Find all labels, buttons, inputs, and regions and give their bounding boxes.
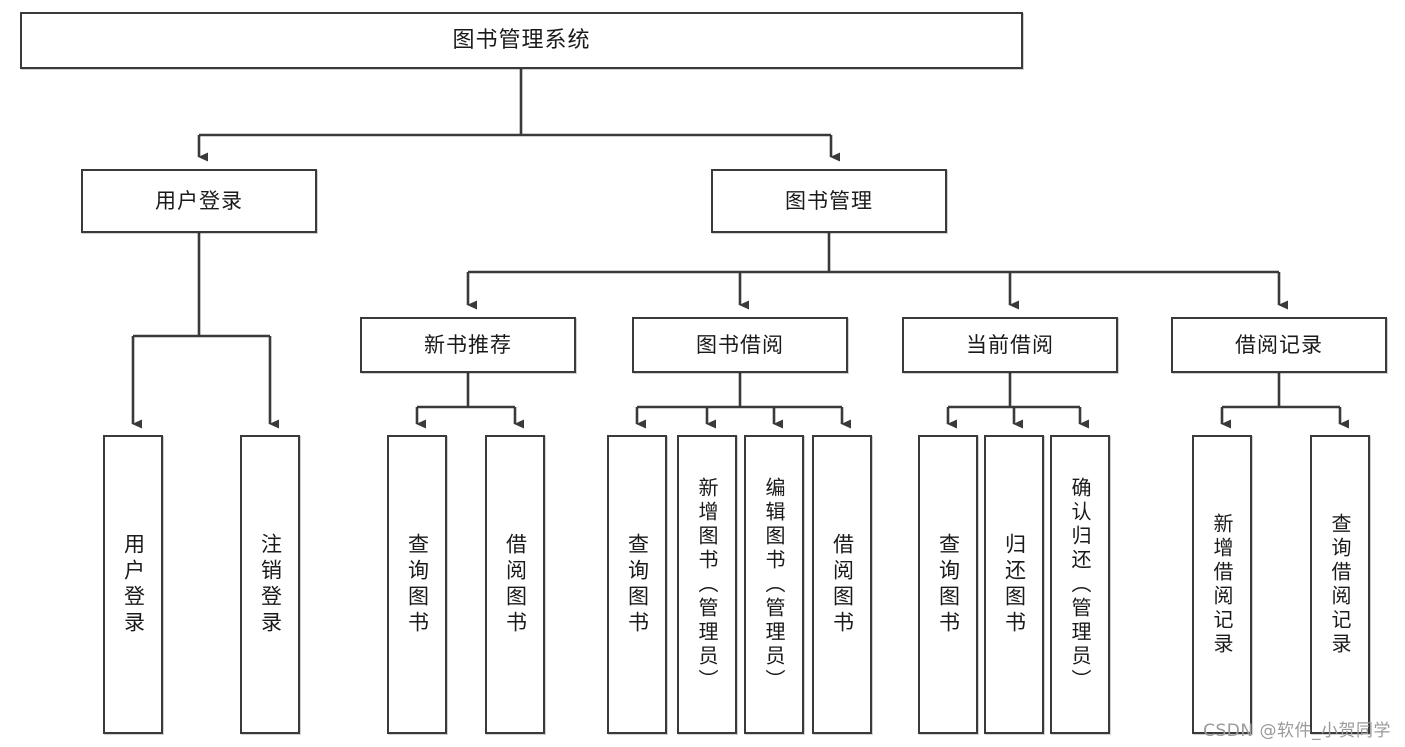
node-label: 查询图书 (405, 532, 430, 637)
leaf-add-borrow-record[interactable]: 新增借阅记录 (1192, 435, 1252, 734)
node-label: 借阅图书 (830, 532, 855, 637)
leaf-query-borrow-record[interactable]: 查询借阅记录 (1310, 435, 1370, 734)
node-book-borrow[interactable]: 图书借阅 (632, 317, 848, 373)
node-label: 新增借阅记录 (1210, 512, 1234, 657)
leaf-borrow-book-recommend[interactable]: 借阅图书 (485, 435, 545, 734)
leaf-return-book[interactable]: 归还图书 (984, 435, 1044, 734)
node-label: 新增图书（管理员） (695, 476, 719, 693)
node-label: 用户登录 (155, 188, 243, 213)
node-label: 图书管理系统 (452, 27, 591, 53)
node-borrow-record[interactable]: 借阅记录 (1171, 317, 1387, 373)
node-label: 借阅图书 (503, 532, 528, 637)
node-label: 借阅记录 (1235, 332, 1323, 357)
leaf-add-book-admin[interactable]: 新增图书（管理员） (677, 435, 737, 734)
leaf-query-book-recommend[interactable]: 查询图书 (387, 435, 447, 734)
node-label: 查询图书 (936, 532, 961, 637)
leaf-query-book-current[interactable]: 查询图书 (918, 435, 978, 734)
node-current-borrow[interactable]: 当前借阅 (902, 317, 1118, 373)
leaf-logout[interactable]: 注销登录 (240, 435, 300, 734)
watermark-text: CSDN @软件_小贺同学 (1203, 721, 1391, 741)
node-label: 图书管理 (785, 188, 873, 213)
leaf-edit-book-admin[interactable]: 编辑图书（管理员） (744, 435, 804, 734)
node-label: 图书借阅 (696, 332, 784, 357)
node-label: 注销登录 (258, 532, 283, 637)
node-new-book-recommend[interactable]: 新书推荐 (360, 317, 576, 373)
node-label: 查询图书 (625, 532, 650, 637)
node-label: 当前借阅 (966, 332, 1054, 357)
leaf-user-login[interactable]: 用户登录 (103, 435, 163, 734)
node-label: 用户登录 (121, 532, 146, 637)
node-label: 新书推荐 (424, 332, 512, 357)
node-user-login[interactable]: 用户登录 (81, 169, 317, 233)
node-label: 归还图书 (1002, 532, 1027, 637)
leaf-query-book-borrow[interactable]: 查询图书 (607, 435, 667, 734)
node-label: 确认归还（管理员） (1068, 476, 1092, 693)
node-label: 查询借阅记录 (1328, 512, 1352, 657)
node-root-book-management-system[interactable]: 图书管理系统 (20, 12, 1023, 69)
leaf-borrow-book[interactable]: 借阅图书 (812, 435, 872, 734)
node-book-management[interactable]: 图书管理 (711, 169, 947, 233)
leaf-confirm-return-admin[interactable]: 确认归还（管理员） (1050, 435, 1110, 734)
node-label: 编辑图书（管理员） (762, 476, 786, 693)
